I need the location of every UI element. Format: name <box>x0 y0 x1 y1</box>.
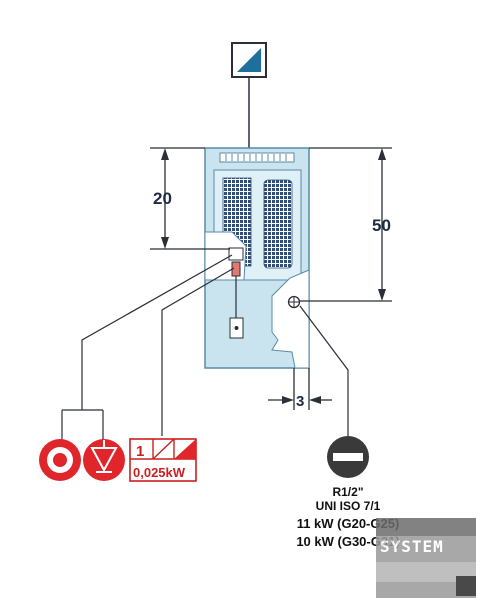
dimension-label-3: 3 <box>296 393 304 410</box>
dimension-offset-bottom <box>268 368 332 410</box>
terminal-box <box>228 247 244 261</box>
vent-symbol <box>231 42 267 78</box>
gas-rating-2: 10 kW (G30-G31) <box>296 534 399 549</box>
dimension-height-right <box>300 147 392 302</box>
power-rating-box <box>129 438 197 482</box>
leader-electrical <box>81 254 233 410</box>
watermark-logo: SYSTEM <box>376 518 476 598</box>
ground-symbol-icon <box>83 439 125 481</box>
grille-right <box>263 179 293 269</box>
cutout-gas <box>271 269 310 369</box>
power-label: 0,025kW <box>133 465 186 480</box>
leader-power <box>161 267 235 436</box>
watermark-text: SYSTEM <box>380 537 444 556</box>
gas-rating-1: 11 kW (G20-G25) <box>297 516 400 531</box>
gas-connection-label: R1/2" <box>332 485 363 499</box>
leader-gas <box>299 305 349 436</box>
gas-standard-label: UNI ISO 7/1 <box>316 499 381 513</box>
dimension-label-20: 20 <box>153 189 172 208</box>
dimension-label-50: 50 <box>372 216 391 235</box>
dimension-height-top <box>150 147 230 250</box>
power-outlet-icon <box>39 439 81 481</box>
phase-label: 1 <box>136 443 144 460</box>
gas-connection-icon <box>327 436 369 478</box>
